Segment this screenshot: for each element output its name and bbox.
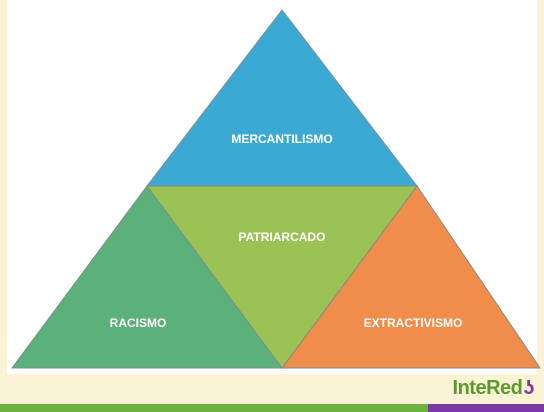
footer-accent [428,404,544,412]
triangle-patriarcado [146,185,418,369]
footer-bar [0,404,544,412]
label-patriarcado: PATRIARCADO [239,230,326,244]
logo-text: InteRed [452,377,523,399]
triangle-mercantilismo [145,9,419,187]
label-racismo: RACISMO [110,316,167,330]
interred-logo: InteRedʖ [452,374,535,402]
label-extractivismo: EXTRACTIVISMO [364,316,463,330]
label-mercantilismo: MERCANTILISMO [231,132,332,146]
logo-mark-icon: ʖ [523,377,534,399]
